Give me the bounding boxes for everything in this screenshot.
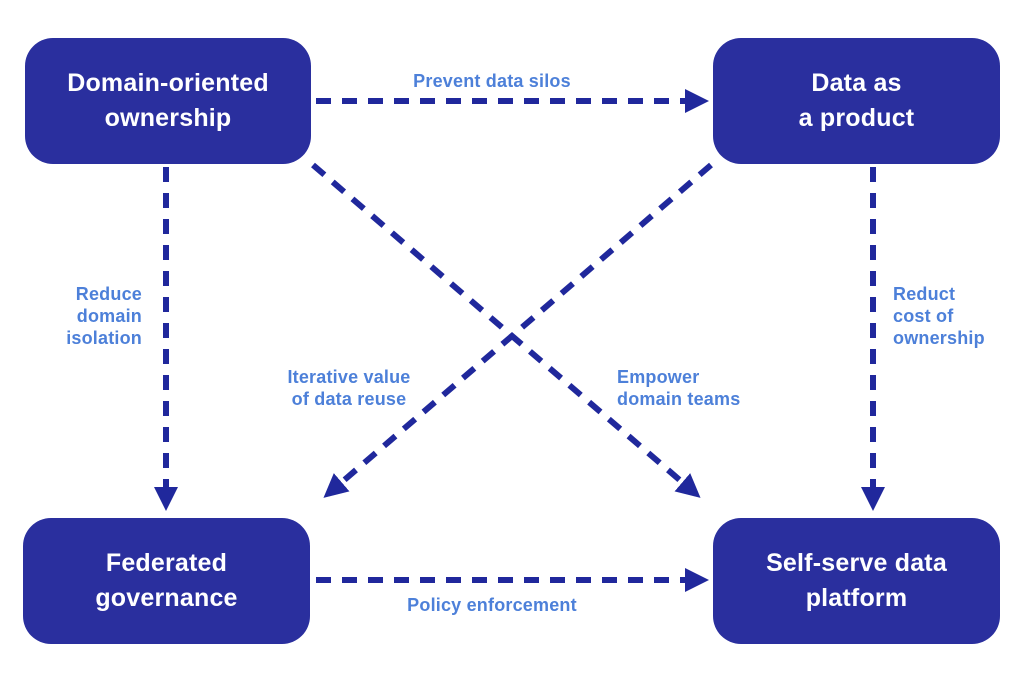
node-federated-governance: Federated governance [23,518,310,644]
edge-label-policy-enforcement: Policy enforcement [407,595,577,615]
edge-empower-domain-teams [311,162,701,498]
edge-label-reduct-cost-of-ownership: Reduct cost of ownership [893,284,985,348]
edge-label-empower-domain-teams: Empower domain teams [617,367,741,409]
node-self-serve-data-platform: Self-serve data platform [713,518,1000,644]
edge-iterative-value-of-data-reuse [323,162,713,498]
edge-label-prevent-data-silos: Prevent data silos [413,71,571,91]
edge-label-iterative-value-of-data-reuse: Iterative value of data reuse [287,367,411,409]
edge-label-reduce-domain-isolation: Reduce domain isolation [66,284,142,348]
node-domain-oriented-ownership: Domain-oriented ownership [25,38,311,164]
node-data-as-a-product: Data as a product [713,38,1000,164]
